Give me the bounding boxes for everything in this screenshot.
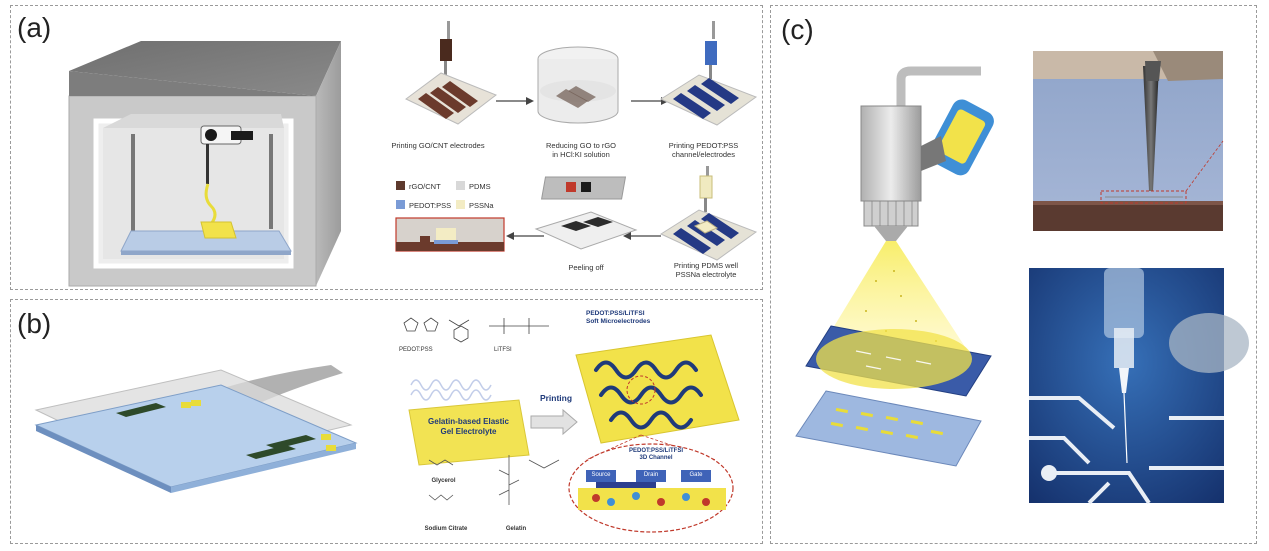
panel-a: (a)	[10, 5, 763, 290]
molecule-structures	[428, 455, 560, 505]
chem-label-litfsi: LiTFSI	[494, 347, 512, 353]
arrow-3	[506, 232, 544, 240]
printing-arrow	[530, 408, 578, 436]
gel-label-line1: Gelatin-based Elastic	[428, 417, 509, 426]
chemical-structures	[403, 317, 549, 343]
step2-caption: Reducing GO to rGO in HCl:KI solution	[521, 141, 641, 159]
gel-sheet	[408, 399, 530, 466]
legend-swatch-pdms	[456, 181, 465, 190]
electrode-group-2	[246, 434, 336, 459]
channel-label-line1: PEDOT:PSS/LiTFSI	[628, 448, 683, 454]
device-stack-illustration	[34, 365, 358, 493]
legend-swatch-rgo	[396, 181, 405, 190]
step2-caption-line2: in HCl:KI solution	[552, 150, 610, 159]
step4-caption-line1: Printing PDMS well	[673, 261, 739, 270]
panel-a-label: (a)	[17, 12, 52, 43]
panel-b: (b) PEDOT:PS	[10, 299, 763, 544]
legend-swatch-pssna	[456, 200, 465, 209]
serpentine-electrodes	[575, 334, 740, 444]
legend-a	[396, 181, 465, 209]
spray-nozzle-illustration	[795, 66, 994, 467]
electrode-label-drain: Drain	[643, 472, 659, 478]
step1-caption: Printing GO/CNT electrodes	[391, 141, 485, 150]
step4-illustration	[659, 166, 758, 261]
molecule-label-gelatin: Gelatin	[505, 526, 527, 532]
arrow-1	[496, 97, 534, 105]
gel-label: Gelatin-based Elastic Gel Electrolyte	[411, 417, 526, 436]
legend-label-pssna: PSSNa	[469, 201, 494, 210]
printing-label: Printing	[539, 393, 573, 403]
step3-caption: Printing PEDOT:PSS channel/electrodes	[641, 141, 766, 159]
chem-label-pedot: PEDOT:PSS	[399, 347, 433, 353]
dispensing-photo	[1029, 268, 1249, 505]
print-pattern	[410, 379, 492, 401]
electrode-group-1	[116, 400, 201, 417]
step4-caption-line2: PSSNa electrolyte	[675, 270, 737, 279]
electrode-label-source: Source	[591, 472, 611, 478]
step3-caption-line1: Printing PEDOT:PSS	[668, 141, 739, 150]
legend-swatch-pedot	[396, 200, 405, 209]
soft-electrodes-title-line1: PEDOT:PSS/LiTFSI	[586, 310, 645, 317]
channel-label-line2: 3D Channel	[639, 455, 673, 462]
legend-label-rgo: rGO/CNT	[409, 182, 441, 191]
arrow-4	[623, 232, 661, 240]
step2-illustration	[537, 46, 619, 124]
channel-label: PEDOT:PSS/LiTFSI 3D Channel	[601, 448, 711, 462]
molecule-label-glycerol: Glycerol	[431, 478, 456, 484]
step5-caption: Peeling off	[568, 263, 604, 272]
step3-illustration	[659, 21, 758, 126]
electrode-label-gate: Gate	[689, 472, 703, 478]
step1-illustration	[405, 21, 498, 125]
printer-illustration	[68, 41, 341, 287]
gel-label-line2: Gel Electrolyte	[440, 426, 497, 436]
cross-section	[395, 217, 505, 252]
molecule-label-citrate: Sodium Citrate	[424, 526, 468, 532]
step2-caption-line1: Reducing GO to rGO	[545, 141, 617, 150]
step4-caption: Printing PDMS well PSSNa electrolyte	[646, 261, 766, 279]
needle-photo	[1033, 51, 1224, 231]
panel-c: (c)	[770, 5, 1257, 544]
panel-c-label: (c)	[781, 14, 814, 45]
legend-label-pedot: PEDOT:PSS	[409, 201, 452, 210]
panel-b-label: (b)	[17, 308, 52, 339]
step5-illustration	[534, 176, 638, 250]
soft-electrodes-title: PEDOT:PSS/LiTFSI Soft Microelectrodes	[586, 310, 650, 326]
channel-zoom	[568, 434, 734, 533]
soft-electrodes-title-line2: Soft Microelectrodes	[586, 317, 651, 325]
legend-label-pdms: PDMS	[469, 182, 491, 191]
step3-caption-line2: channel/electrodes	[672, 150, 735, 159]
